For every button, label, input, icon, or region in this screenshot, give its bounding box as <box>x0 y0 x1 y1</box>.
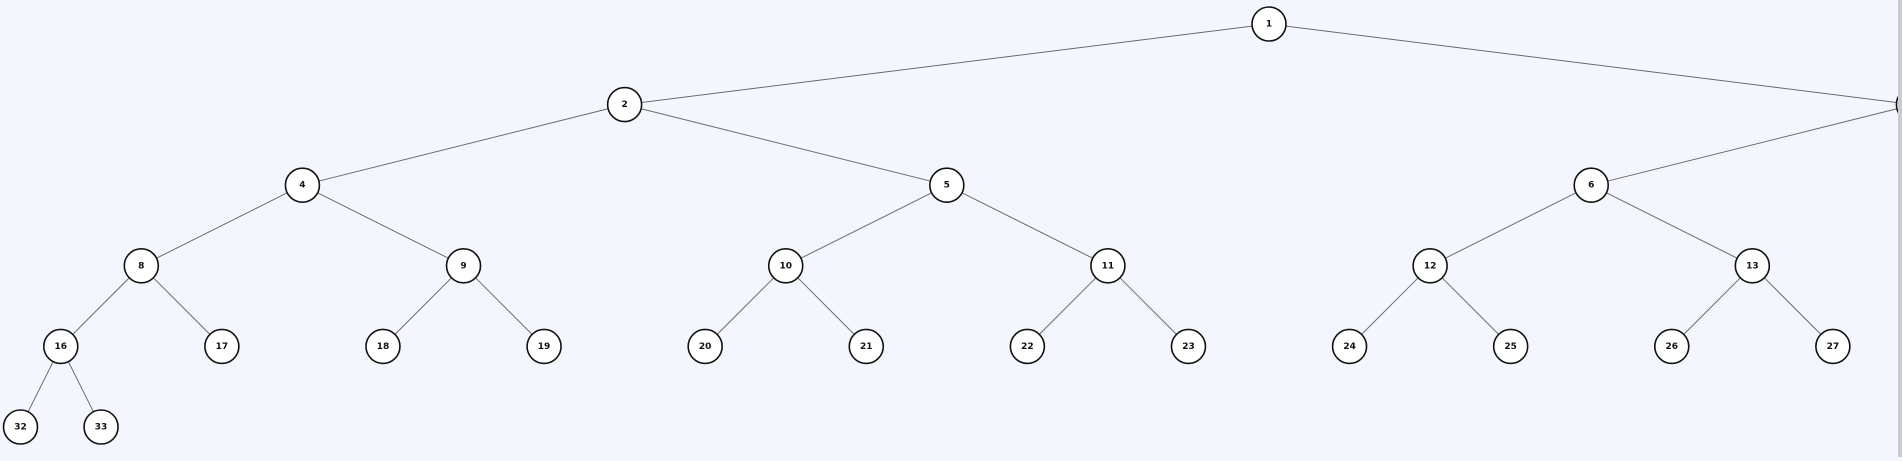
edge-13-27 <box>1764 278 1821 335</box>
edge-8-17 <box>153 278 210 335</box>
node-label: 18 <box>377 342 390 352</box>
edge-4-8 <box>157 193 288 258</box>
tree-node-6[interactable]: 6 <box>1574 168 1608 202</box>
tree-node-19[interactable]: 19 <box>527 329 561 363</box>
node-label: 19 <box>538 342 551 352</box>
tree-node-32[interactable]: 32 <box>4 410 38 444</box>
edge-16-33 <box>68 362 93 412</box>
nodes-layer: 1234567891011121314151617181920212223242… <box>4 7 1902 444</box>
tree-node-2[interactable]: 2 <box>608 88 642 122</box>
tree-node-1[interactable]: 1 <box>1252 7 1286 41</box>
edge-1-3 <box>1286 26 1897 102</box>
node-label: 23 <box>1182 342 1195 352</box>
node-label: 27 <box>1827 342 1840 352</box>
edge-6-13 <box>1606 193 1737 258</box>
tree-node-4[interactable]: 4 <box>285 168 319 202</box>
edge-2-5 <box>641 109 930 181</box>
node-label: 1 <box>1266 20 1272 30</box>
edge-1-2 <box>641 26 1252 102</box>
edge-3-6 <box>1608 109 1897 181</box>
edge-11-23 <box>1120 278 1177 335</box>
node-label: 2 <box>621 100 627 110</box>
tree-node-13[interactable]: 13 <box>1735 249 1769 283</box>
node-label: 21 <box>860 342 873 352</box>
tree-node-23[interactable]: 23 <box>1171 329 1205 363</box>
node-label: 5 <box>944 181 950 191</box>
edge-10-21 <box>798 278 855 335</box>
edge-9-18 <box>395 278 452 335</box>
edge-8-16 <box>73 278 130 335</box>
tree-node-8[interactable]: 8 <box>124 249 158 283</box>
edge-5-11 <box>962 193 1093 258</box>
tree-node-11[interactable]: 11 <box>1091 249 1125 283</box>
node-label: 9 <box>460 261 466 271</box>
node-label: 13 <box>1746 261 1759 271</box>
tree-node-16[interactable]: 16 <box>44 329 78 363</box>
tree-node-12[interactable]: 12 <box>1413 249 1447 283</box>
edge-11-22 <box>1039 278 1096 335</box>
edge-13-26 <box>1684 278 1741 335</box>
node-label: 33 <box>95 423 108 433</box>
tree-node-25[interactable]: 25 <box>1494 329 1528 363</box>
tree-node-33[interactable]: 33 <box>84 410 118 444</box>
node-label: 20 <box>699 342 712 352</box>
tree-node-22[interactable]: 22 <box>1010 329 1044 363</box>
tree-node-9[interactable]: 9 <box>447 249 481 283</box>
node-label: 26 <box>1666 342 1679 352</box>
tree-node-5[interactable]: 5 <box>930 168 964 202</box>
node-label: 12 <box>1424 261 1437 271</box>
tree-node-26[interactable]: 26 <box>1655 329 1689 363</box>
edge-4-9 <box>318 193 449 258</box>
edge-9-19 <box>476 278 533 335</box>
tree-node-17[interactable]: 17 <box>205 329 239 363</box>
node-label: 25 <box>1504 342 1517 352</box>
tree-node-24[interactable]: 24 <box>1333 329 1367 363</box>
node-label: 11 <box>1102 261 1115 271</box>
edge-10-20 <box>717 278 774 335</box>
tree-node-27[interactable]: 27 <box>1816 329 1850 363</box>
node-label: 16 <box>55 342 68 352</box>
edges-layer <box>28 26 1902 412</box>
node-label: 6 <box>1588 181 1594 191</box>
edge-2-4 <box>319 109 608 181</box>
tree-node-20[interactable]: 20 <box>688 329 722 363</box>
node-label: 24 <box>1343 342 1356 352</box>
edge-5-10 <box>801 193 932 258</box>
tree-node-10[interactable]: 10 <box>769 249 803 283</box>
node-label: 22 <box>1021 342 1034 352</box>
node-label: 17 <box>216 342 229 352</box>
tree-node-18[interactable]: 18 <box>366 329 400 363</box>
edge-12-25 <box>1442 278 1499 335</box>
edge-16-32 <box>28 362 53 412</box>
node-label: 8 <box>138 261 144 271</box>
node-label: 10 <box>779 261 792 271</box>
tree-node-21[interactable]: 21 <box>849 329 883 363</box>
edge-12-24 <box>1362 278 1419 335</box>
edge-6-12 <box>1445 193 1576 258</box>
vertical-scrollbar[interactable] <box>1898 0 1902 457</box>
node-label: 32 <box>14 423 27 433</box>
node-label: 4 <box>299 181 305 191</box>
